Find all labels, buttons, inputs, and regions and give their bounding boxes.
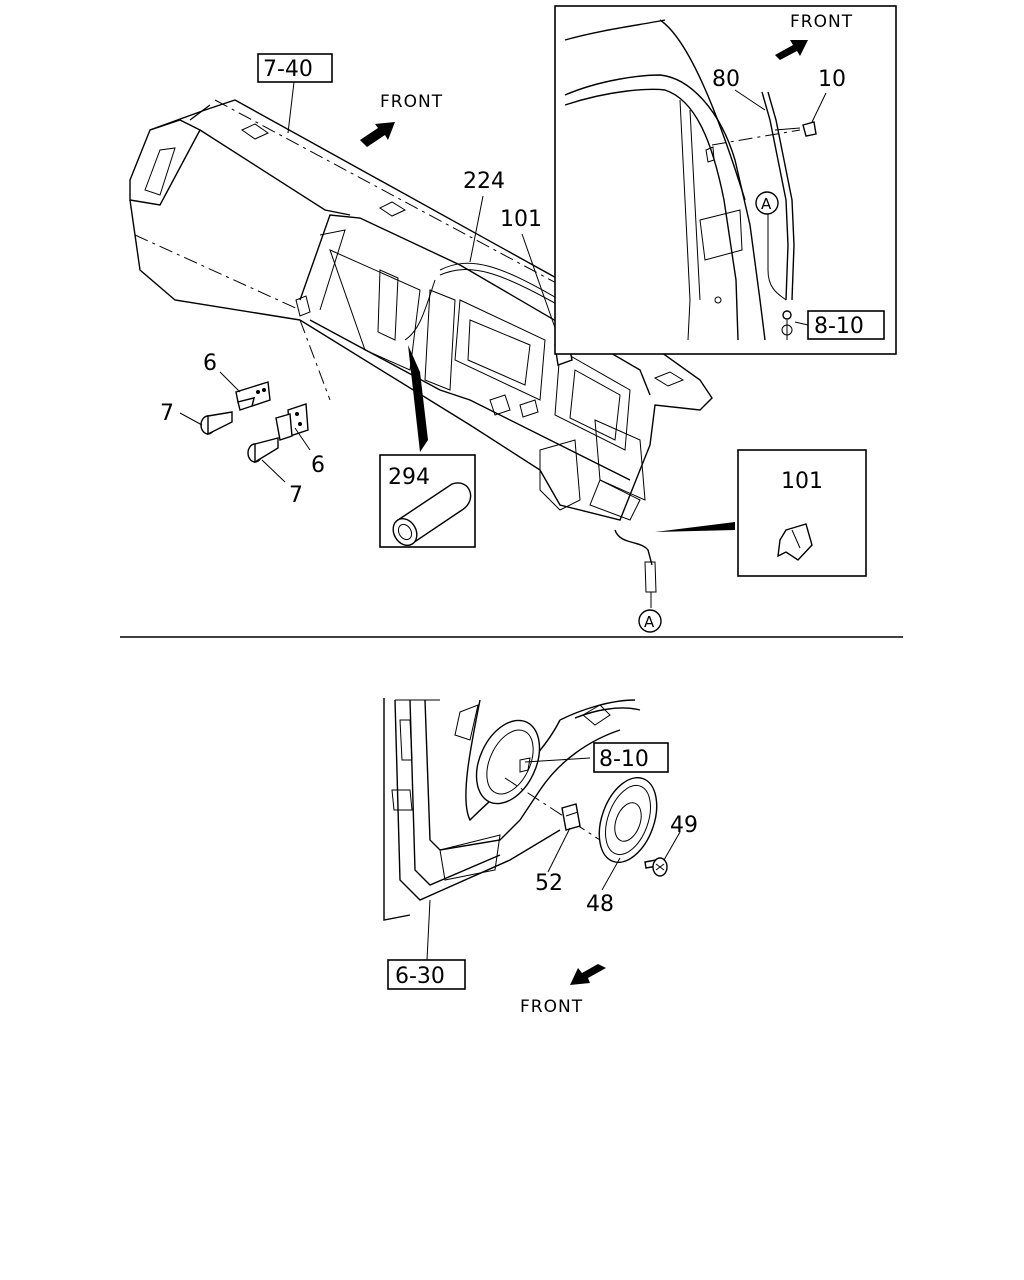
callout-48[interactable]: 48 bbox=[586, 892, 614, 917]
detail-label-101[interactable]: 101 bbox=[781, 469, 823, 494]
front-label-bottom: FRONT bbox=[520, 997, 583, 1017]
ref-8-10[interactable]: 8-10 bbox=[599, 747, 649, 772]
detail-label-294[interactable]: 294 bbox=[388, 465, 430, 490]
connector-a-main-circle bbox=[638, 609, 662, 633]
callout-80[interactable]: 80 bbox=[712, 67, 740, 92]
callout-6-lower[interactable]: 6 bbox=[311, 453, 325, 478]
hinge-bolt-assembly bbox=[179, 371, 311, 483]
ref-8-10-inset[interactable]: 8-10 bbox=[814, 314, 864, 339]
ref-6-30[interactable]: 6-30 bbox=[395, 964, 445, 989]
callout-101-panel[interactable]: 101 bbox=[500, 207, 542, 232]
callout-49[interactable]: 49 bbox=[670, 813, 698, 838]
connector-a-inset-circle bbox=[755, 191, 779, 215]
callout-224[interactable]: 224 bbox=[463, 169, 505, 194]
ref-box-7-40 bbox=[257, 53, 333, 83]
door-speaker-drawing bbox=[383, 698, 681, 985]
ref-box-8-10-inset bbox=[807, 310, 885, 340]
callout-7-upper[interactable]: 7 bbox=[160, 401, 174, 426]
detail-box-294 bbox=[379, 454, 476, 548]
front-arrow-main bbox=[360, 122, 395, 147]
antenna-inset bbox=[554, 5, 897, 355]
front-label-main: FRONT bbox=[380, 92, 443, 112]
ref-box-6-30 bbox=[387, 959, 466, 990]
front-label-inset: FRONT bbox=[790, 12, 853, 32]
callout-52[interactable]: 52 bbox=[535, 871, 563, 896]
connector-a-main: A bbox=[644, 613, 655, 631]
ref-7-40[interactable]: 7-40 bbox=[263, 57, 313, 82]
ref-box-8-10 bbox=[593, 742, 669, 773]
callout-6-upper[interactable]: 6 bbox=[203, 351, 217, 376]
callout-10[interactable]: 10 bbox=[818, 67, 846, 92]
connector-a-inset: A bbox=[761, 195, 772, 213]
callout-7-lower[interactable]: 7 bbox=[289, 483, 303, 508]
detail-box-101 bbox=[737, 449, 867, 577]
